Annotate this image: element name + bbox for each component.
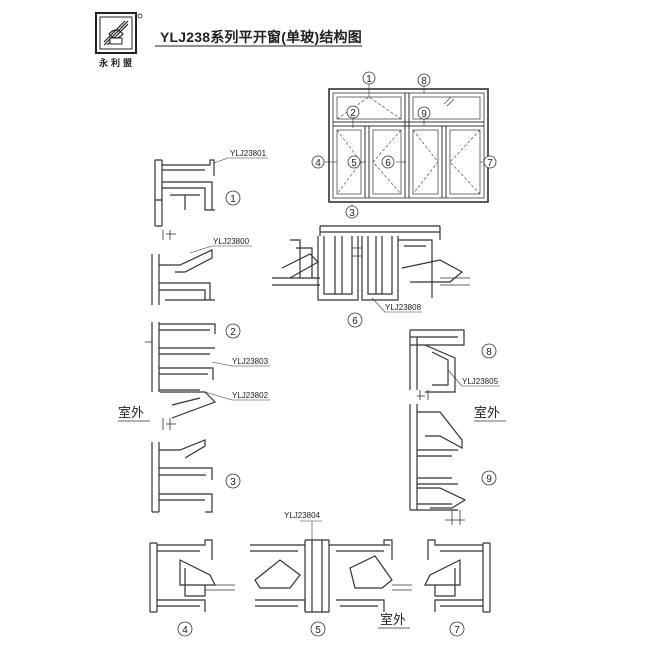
svg-text:4: 4 (315, 158, 321, 169)
window-elevation (324, 84, 491, 210)
section-left-vertical (145, 159, 217, 513)
svg-text:7: 7 (454, 625, 460, 636)
label-ylj23802: YLJ23802 (232, 391, 269, 400)
brand-logo (95, 12, 143, 54)
section-markers: 1 2 3 6 8 9 4 5 7 (177, 190, 497, 637)
svg-text:7: 7 (487, 158, 493, 169)
svg-text:2: 2 (350, 108, 356, 119)
elev-marker-7: 7 (483, 155, 497, 169)
section-marker-8: 8 (481, 343, 497, 359)
label-ylj23804: YLJ23804 (284, 511, 321, 520)
section-bottom-horizontal (149, 539, 491, 613)
svg-text:3: 3 (349, 208, 355, 219)
svg-text:4: 4 (182, 625, 188, 636)
svg-text:1: 1 (366, 74, 372, 85)
svg-text:2: 2 (230, 327, 236, 338)
svg-text:8: 8 (421, 76, 427, 87)
exterior-label-right: 室外 (474, 405, 500, 420)
section-marker-4: 4 (177, 621, 193, 637)
elevation-markers: 1 2 3 4 5 6 7 8 9 (311, 71, 497, 219)
svg-text:5: 5 (351, 158, 357, 169)
svg-text:9: 9 (486, 474, 492, 485)
exterior-label-left: 室外 (118, 405, 144, 420)
elev-marker-1: 1 (362, 71, 376, 85)
elev-marker-4: 4 (311, 155, 325, 169)
svg-text:5: 5 (315, 625, 321, 636)
section-marker-1: 1 (225, 190, 241, 206)
label-ylj23801: YLJ23801 (230, 149, 267, 158)
svg-text:9: 9 (421, 109, 427, 120)
elev-marker-9: 9 (417, 106, 431, 120)
elev-marker-5: 5 (347, 155, 361, 169)
elev-marker-8: 8 (417, 73, 431, 87)
elev-marker-6: 6 (381, 155, 395, 169)
label-ylj23803: YLJ23803 (232, 357, 269, 366)
section-marker-9: 9 (481, 470, 497, 486)
section-6 (272, 225, 470, 301)
elev-marker-3: 3 (345, 205, 359, 219)
section-8-9 (409, 329, 467, 525)
elev-marker-2: 2 (346, 105, 360, 119)
section-marker-2: 2 (225, 323, 241, 339)
section-marker-3: 3 (225, 473, 241, 489)
svg-text:6: 6 (352, 316, 358, 327)
exterior-labels: 室外 室外 室外 (118, 405, 506, 629)
section-marker-7: 7 (449, 621, 465, 637)
label-ylj23800: YLJ23800 (213, 237, 250, 246)
logo-text: 永利盟 (99, 58, 136, 68)
section-marker-6: 6 (347, 312, 363, 328)
page-title: YLJ238系列平开窗(单玻)结构图 (160, 29, 362, 45)
exterior-label-bottom: 室外 (380, 612, 406, 627)
svg-text:3: 3 (230, 477, 236, 488)
label-ylj23808: YLJ23808 (385, 303, 422, 312)
svg-text:8: 8 (486, 347, 492, 358)
section-marker-5: 5 (310, 621, 326, 637)
svg-text:1: 1 (230, 194, 236, 205)
profile-labels: YLJ23801 YLJ23800 YLJ23803 YLJ23802 YLJ2… (189, 149, 500, 545)
label-ylj23805: YLJ23805 (462, 377, 499, 386)
svg-text:6: 6 (385, 158, 391, 169)
